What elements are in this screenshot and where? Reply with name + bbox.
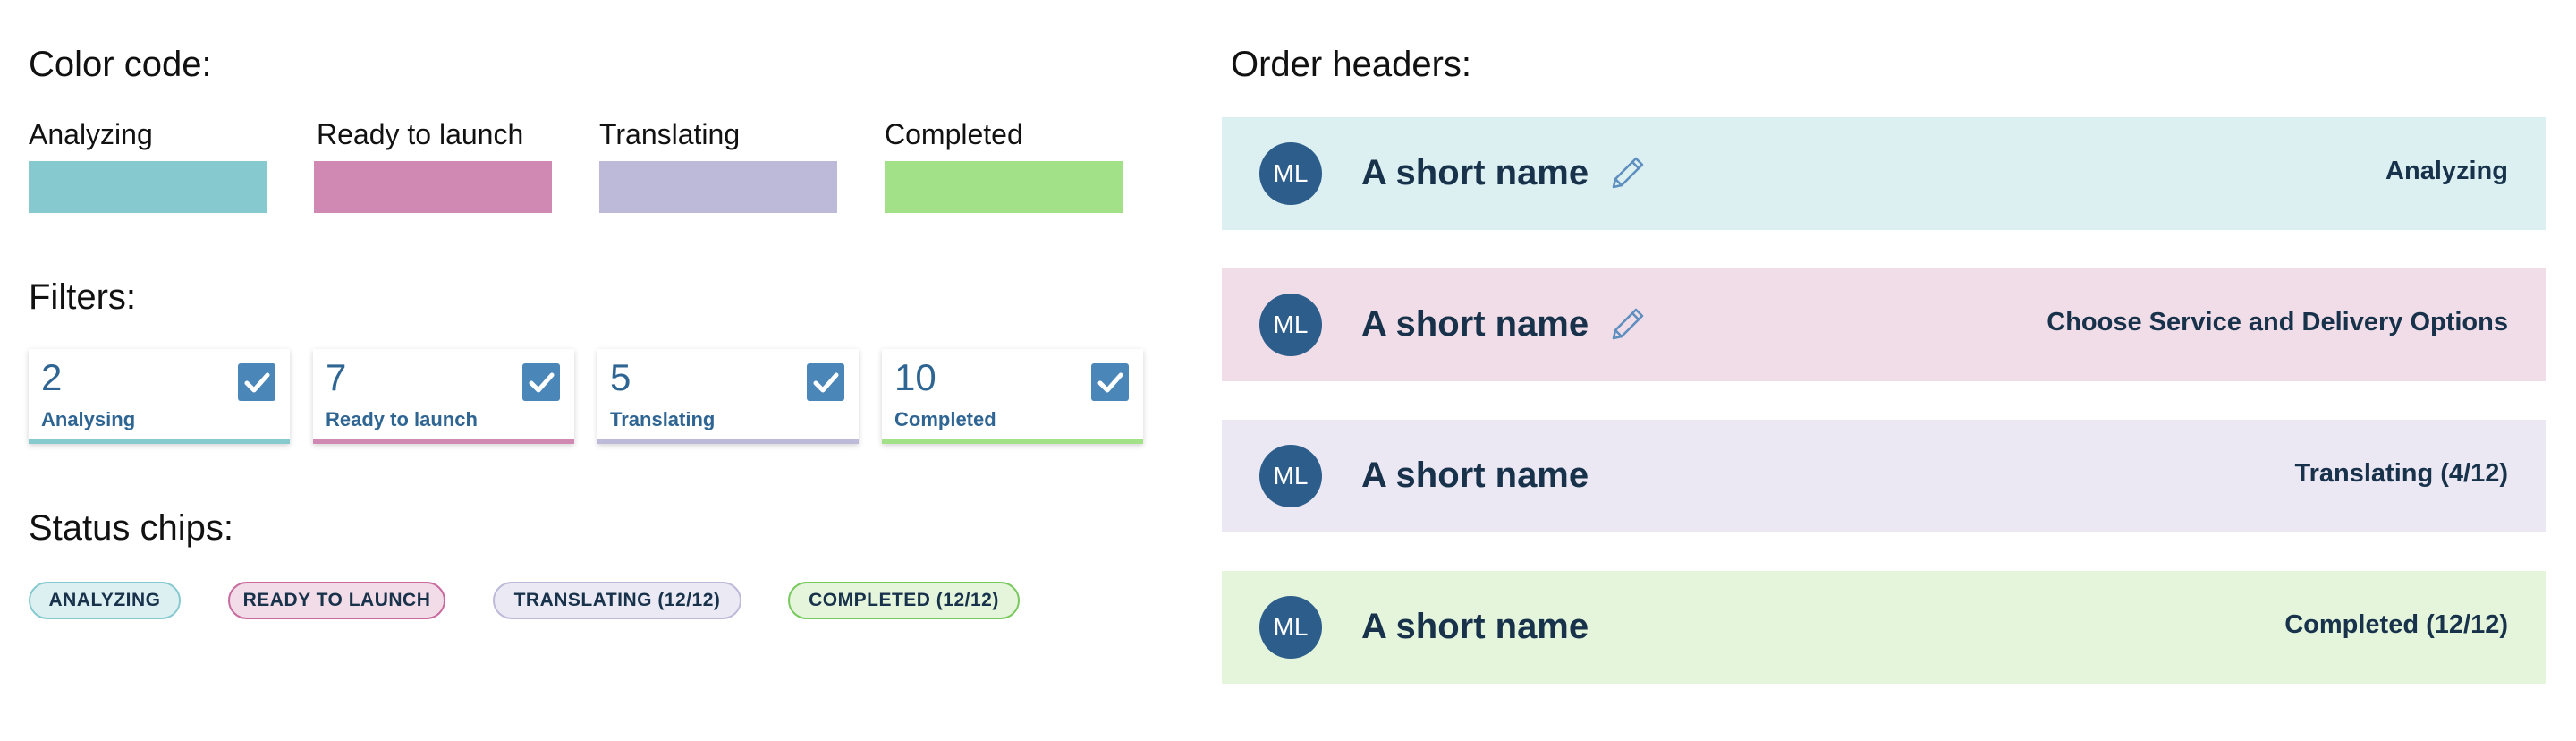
filter-card-completed[interactable]: 10 Completed xyxy=(882,349,1143,444)
filter-count: 7 xyxy=(326,356,347,398)
avatar: ML xyxy=(1259,142,1322,205)
filter-checkbox[interactable] xyxy=(238,363,275,401)
filter-label: Translating xyxy=(610,408,716,430)
check-icon xyxy=(813,372,839,393)
filter-label: Analysing xyxy=(41,408,136,430)
order-status: Completed (12/12) xyxy=(2284,610,2508,639)
filter-checkbox[interactable] xyxy=(807,363,844,401)
order-name: A short name xyxy=(1361,607,1589,646)
filter-count: 10 xyxy=(894,356,936,398)
color-code-label: Ready to launch xyxy=(317,118,524,150)
color-code-label: Completed xyxy=(885,118,1023,150)
filter-card-ready-to-launch[interactable]: 7 Ready to launch xyxy=(313,349,574,444)
filter-color-bar xyxy=(313,439,574,444)
check-icon xyxy=(529,372,555,393)
order-name: A short name xyxy=(1361,153,1589,192)
status-chip-completed: COMPLETED (12/12) xyxy=(788,582,1020,619)
order-header-ready-to-launch[interactable]: ML A short name Choose Service and Deliv… xyxy=(1222,268,2546,381)
check-icon xyxy=(244,372,270,393)
pencil-icon[interactable] xyxy=(1606,302,1649,345)
status-chip-translating: TRANSLATING (12/12) xyxy=(493,582,741,619)
color-swatch-ready-to-launch xyxy=(314,161,552,213)
status-chip-analyzing: ANALYZING xyxy=(29,582,181,619)
order-header-analyzing[interactable]: ML A short name Analyzing xyxy=(1222,117,2546,230)
order-header-translating[interactable]: ML A short name Translating (4/12) xyxy=(1222,420,2546,532)
filter-card-translating[interactable]: 5 Translating xyxy=(597,349,859,444)
order-header-completed[interactable]: ML A short name Completed (12/12) xyxy=(1222,571,2546,684)
color-code-title: Color code: xyxy=(29,45,212,84)
filter-label: Ready to launch xyxy=(326,408,478,430)
order-headers-title: Order headers: xyxy=(1231,45,1472,84)
color-swatch-completed xyxy=(885,161,1123,213)
color-code-label: Analyzing xyxy=(29,118,153,150)
order-name: A short name xyxy=(1361,304,1589,344)
filter-label: Completed xyxy=(894,408,996,430)
filter-color-bar xyxy=(597,439,859,444)
filters-title: Filters: xyxy=(29,277,136,317)
order-status: Choose Service and Delivery Options xyxy=(2046,308,2508,336)
filter-count: 5 xyxy=(610,356,631,398)
filter-color-bar xyxy=(882,439,1143,444)
avatar: ML xyxy=(1259,445,1322,507)
filter-color-bar xyxy=(29,439,290,444)
status-chips-title: Status chips: xyxy=(29,508,234,548)
order-status: Translating (4/12) xyxy=(2294,459,2508,488)
check-icon xyxy=(1097,372,1123,393)
filter-count: 2 xyxy=(41,356,63,398)
status-chip-ready-to-launch: READY TO LAUNCH xyxy=(228,582,445,619)
color-swatch-analyzing xyxy=(29,161,267,213)
pencil-icon[interactable] xyxy=(1606,151,1649,194)
filter-card-analysing[interactable]: 2 Analysing xyxy=(29,349,290,444)
order-name: A short name xyxy=(1361,456,1589,495)
avatar: ML xyxy=(1259,294,1322,356)
color-code-label: Translating xyxy=(599,118,741,150)
filter-checkbox[interactable] xyxy=(522,363,560,401)
avatar: ML xyxy=(1259,596,1322,659)
filter-checkbox[interactable] xyxy=(1091,363,1129,401)
order-status: Analyzing xyxy=(2385,157,2508,185)
color-swatch-translating xyxy=(599,161,837,213)
